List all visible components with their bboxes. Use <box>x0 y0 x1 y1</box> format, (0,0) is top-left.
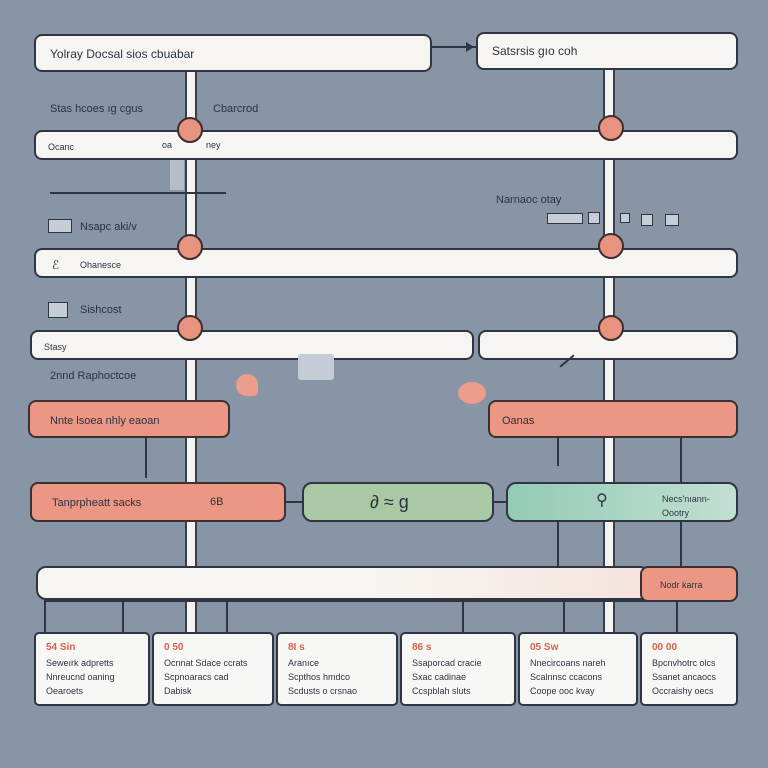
knob-icon[interactable] <box>177 117 203 143</box>
box-icon[interactable] <box>547 213 583 224</box>
card[interactable]: 86 s Ssaporcad cracie Sxac cadinae Ccspb… <box>400 632 516 706</box>
tab-marker <box>170 160 184 190</box>
row2-icon: ℰ <box>52 258 60 272</box>
box-icon[interactable] <box>588 212 600 224</box>
box-icon <box>48 302 68 318</box>
section4-heading: 2nnd Raphoctcoe <box>50 370 137 382</box>
row6-left-bar[interactable]: Tanprpheatt sacks 6B <box>30 482 286 522</box>
arrow-icon <box>466 42 474 52</box>
card[interactable]: 54 Sin Seweırk adpretts Nnreucnd oaning … <box>34 632 150 706</box>
card-line: Bpcnvhotrc olcs <box>652 658 716 668</box>
card-line: Seweırk adpretts <box>46 658 114 668</box>
row6-right-bar[interactable]: ⚲ Necs'nıann- Oootry <box>506 482 738 522</box>
top-right-title: Satsrsis gıo coh <box>492 44 578 58</box>
row3-label: Stasy <box>44 342 67 352</box>
section2-heading: Nsapc aki/v <box>80 221 137 233</box>
top-left-title: Yolray Docsal sios cbuabar <box>50 47 195 61</box>
connector <box>462 600 464 632</box>
card-number: 0 50 <box>164 642 184 653</box>
row3-bar-left[interactable]: Stasy <box>30 330 474 360</box>
section1-heading-left: Stas hcoes ıg cgus <box>50 103 143 115</box>
knob-icon[interactable] <box>598 115 624 141</box>
card-line: Ssaporcad cracie <box>412 658 482 668</box>
card-line: Oearoets <box>46 686 84 696</box>
row6-right-line2: Oootry <box>662 508 690 518</box>
row2-bar[interactable]: ℰ Ohanesce <box>34 248 738 278</box>
row6-mid-glyphs: ∂ ≈ g <box>370 492 409 512</box>
long-bar[interactable] <box>36 566 650 600</box>
section3-heading: Sishcost <box>80 304 122 316</box>
card-number: 54 Sin <box>46 642 76 653</box>
row1-bar[interactable]: Ocanc oa ney <box>34 130 738 160</box>
card-line: Nnecircoans nareh <box>530 658 606 668</box>
connector <box>557 522 559 566</box>
card-line: Scalnnsc ccacons <box>530 672 603 682</box>
row2-label: Ohanesce <box>80 260 122 270</box>
connector <box>563 600 565 632</box>
connector <box>680 438 682 482</box>
knob-icon[interactable] <box>177 234 203 260</box>
card-line: Ccspblah sluts <box>412 686 471 696</box>
card-number: 8I s <box>288 642 305 653</box>
connector <box>226 600 228 632</box>
row1-left-label: Ocanc <box>48 142 75 152</box>
salmon-right-bar[interactable]: Oanas <box>488 400 738 438</box>
tab-blob <box>298 354 334 380</box>
card-line: Dabisk <box>164 686 192 696</box>
card-line: Scpnoaracs cad <box>164 672 229 682</box>
box-icon[interactable] <box>665 214 679 226</box>
card-number: 05 Sw <box>530 642 559 653</box>
connector <box>122 600 124 632</box>
key-icon: ⚲ <box>596 492 608 509</box>
salmon-left-bar[interactable]: Nnte lsoea nhly eaoan <box>28 400 230 438</box>
speech-blob <box>236 374 258 396</box>
card-line: Scpthos hmdco <box>288 672 351 682</box>
long-bar-end[interactable]: Nodr karra <box>640 566 738 602</box>
row6-left-badge: 6B <box>210 496 224 508</box>
divider <box>50 192 226 194</box>
top-right-bar[interactable]: Satsrsis gıo coh <box>476 32 738 70</box>
card-line: Sxac cadinae <box>412 672 467 682</box>
connector-top <box>432 46 476 48</box>
card-line: Nnreucnd oaning <box>46 672 115 682</box>
card[interactable]: 0 50 Ocnnat Sdace ccrats Scpnoaracs cad … <box>152 632 274 706</box>
card-number: 00 00 <box>652 642 678 653</box>
connector <box>145 438 147 478</box>
connector <box>44 600 46 632</box>
knob-icon[interactable] <box>177 315 203 341</box>
box-icon[interactable] <box>620 213 630 223</box>
row1-mid-label-b: ney <box>206 140 221 150</box>
connector <box>676 600 678 632</box>
salmon-right-label: Oanas <box>502 415 535 427</box>
connector <box>680 522 682 566</box>
connector <box>286 501 304 503</box>
row6-right-line1: Necs'nıann- <box>662 494 710 504</box>
card-line: Aranıce <box>288 658 320 668</box>
knob-icon[interactable] <box>598 315 624 341</box>
card[interactable]: 8I s Aranıce Scpthos hmdco Scdusts o crs… <box>276 632 398 706</box>
card-number: 86 s <box>412 642 432 653</box>
row6-mid-bar[interactable]: ∂ ≈ g <box>302 482 494 522</box>
salmon-left-label: Nnte lsoea nhly eaoan <box>50 415 160 427</box>
box-icon <box>48 219 72 233</box>
card-line: Ocnnat Sdace ccrats <box>164 658 248 668</box>
connector <box>557 438 559 466</box>
box-icon[interactable] <box>641 214 653 226</box>
row1-mid-label-a: oa <box>162 140 173 150</box>
section1-heading-right: Cbarcrod <box>213 103 259 115</box>
card-line: Scdusts o crsnao <box>288 686 358 696</box>
card-line: Occraishy oecs <box>652 686 714 696</box>
card[interactable]: 05 Sw Nnecircoans nareh Scalnnsc ccacons… <box>518 632 638 706</box>
long-bar-label: Nodr karra <box>660 580 703 590</box>
dot-blob <box>458 382 486 404</box>
card-line: Ssanet ancaocs <box>652 672 717 682</box>
top-left-bar[interactable]: Yolray Docsal sios cbuabar <box>34 34 432 72</box>
row6-left-label: Tanprpheatt sacks <box>52 497 142 509</box>
card[interactable]: 00 00 Bpcnvhotrc olcs Ssanet ancaocs Occ… <box>640 632 738 706</box>
distribution-line <box>44 600 716 602</box>
knob-icon[interactable] <box>598 233 624 259</box>
card-line: Coope ooc kvay <box>530 686 595 696</box>
connector <box>494 501 508 503</box>
right-heading: Narnaoc otay <box>496 194 562 206</box>
